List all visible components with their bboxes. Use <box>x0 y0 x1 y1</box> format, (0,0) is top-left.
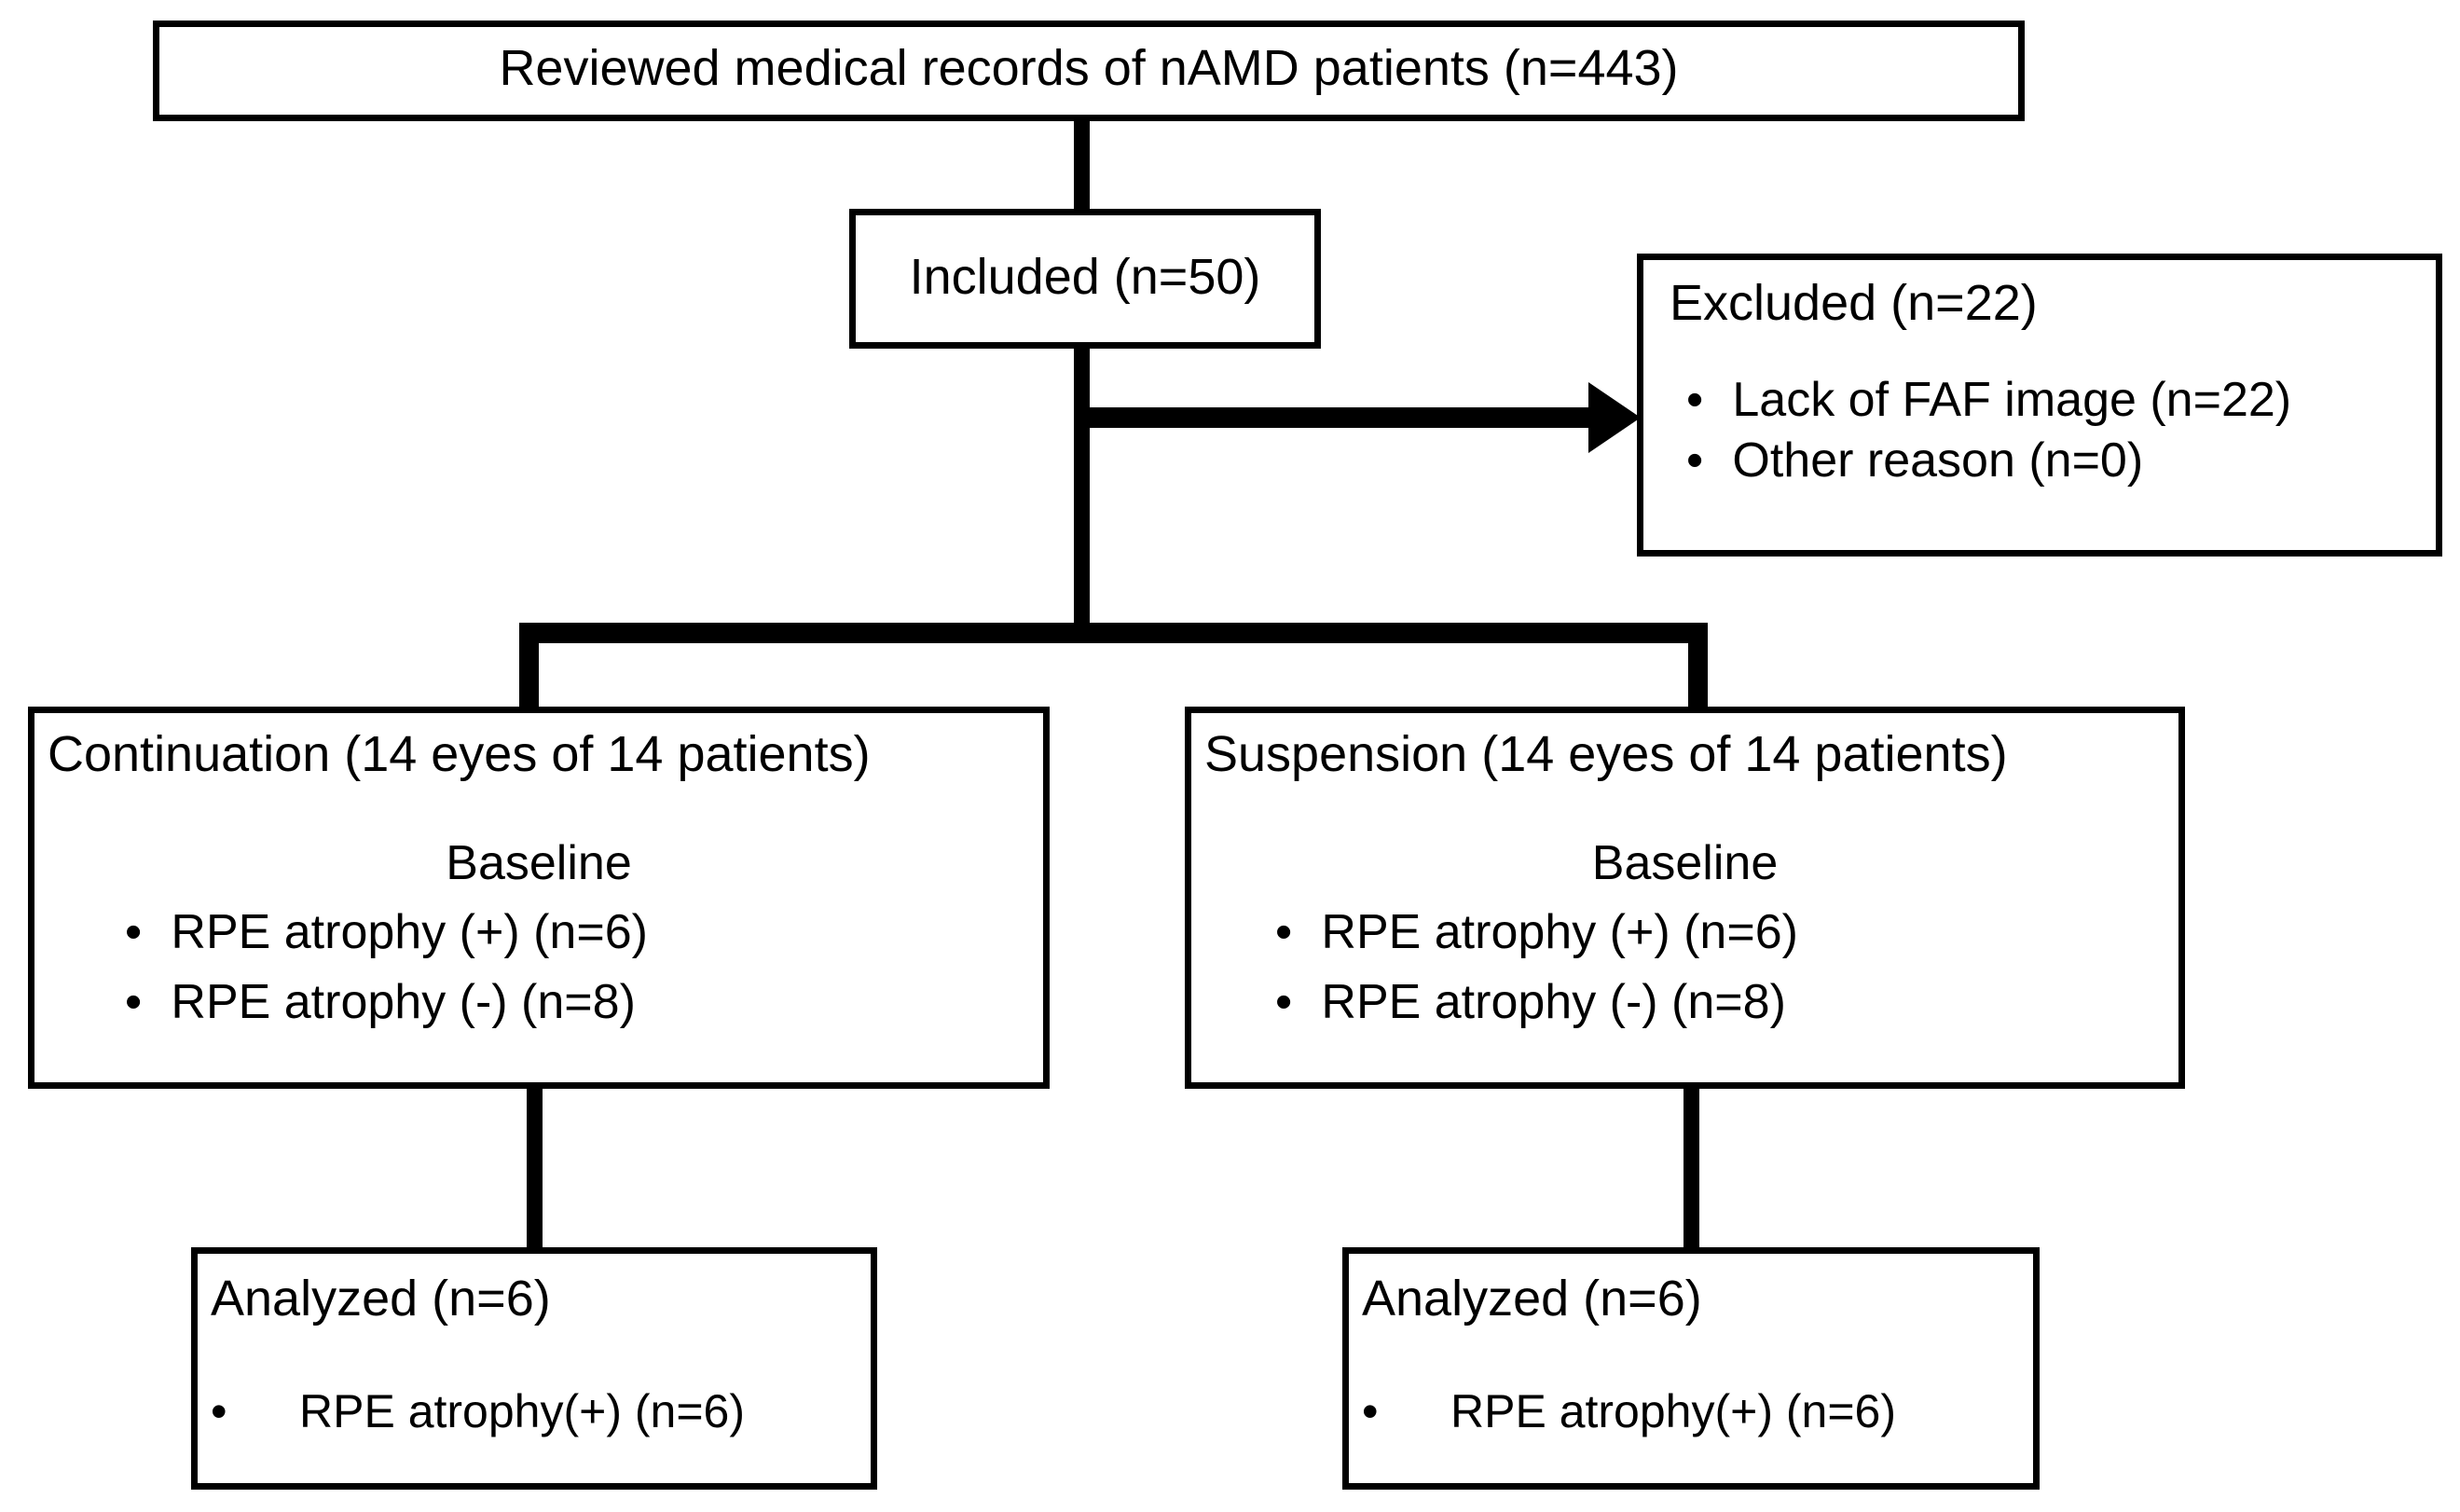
node-included[interactable]: Included (n=50) <box>849 209 1321 349</box>
node-analyzed-suspension-body: Analyzed (n=6) • RPE atrophy(+) (n=6) <box>1349 1254 2033 1483</box>
node-suspension-bullet-1-label: RPE atrophy (+) (n=6) <box>1321 905 1798 959</box>
node-analyzed-continuation-bullet-1: • RPE atrophy(+) (n=6) <box>211 1384 745 1438</box>
node-suspension-heading: Suspension (14 eyes of 14 patients) <box>1204 726 2008 782</box>
node-continuation[interactable]: Continuation (14 eyes of 14 patients) Ba… <box>28 707 1050 1089</box>
node-continuation-bullet-2-label: RPE atrophy (-) (n=8) <box>171 975 636 1029</box>
connector-split-to-suspension <box>1688 623 1708 716</box>
node-suspension-body: Suspension (14 eyes of 14 patients) Base… <box>1191 713 2178 1082</box>
connector-continuation-to-analyzed <box>527 1081 543 1255</box>
bullet-icon: • <box>1275 905 1293 959</box>
bullet-icon: • <box>125 905 143 959</box>
node-suspension-subheading: Baseline <box>1591 836 1779 890</box>
bullet-icon: • <box>1686 373 1704 427</box>
node-excluded-heading: Excluded (n=22) <box>1670 275 2038 331</box>
node-continuation-bullet-1: • RPE atrophy (+) (n=6) <box>125 904 648 960</box>
node-analyzed-continuation-bullet-1-label: RPE atrophy(+) (n=6) <box>299 1385 745 1437</box>
bullet-icon: • <box>1275 975 1293 1029</box>
node-suspension-bullet-1: • RPE atrophy (+) (n=6) <box>1275 904 1798 960</box>
node-suspension-bullet-2-label: RPE atrophy (-) (n=8) <box>1321 975 1786 1029</box>
node-continuation-bullet-2: • RPE atrophy (-) (n=8) <box>125 974 636 1030</box>
bullet-icon: • <box>1362 1385 1379 1437</box>
node-reviewed-records[interactable]: Reviewed medical records of nAMD patient… <box>153 21 2025 121</box>
node-excluded[interactable]: Excluded (n=22) • Lack of FAF image (n=2… <box>1637 254 2442 557</box>
arrow-head-icon <box>1588 382 1641 453</box>
node-reviewed-records-label: Reviewed medical records of nAMD patient… <box>499 40 1679 96</box>
node-excluded-bullet-1-label: Lack of FAF image (n=22) <box>1732 373 2292 427</box>
node-excluded-bullet-2-label: Other reason (n=0) <box>1732 433 2144 488</box>
node-suspension-bullet-2: • RPE atrophy (-) (n=8) <box>1275 974 1786 1030</box>
bullet-icon: • <box>125 975 143 1029</box>
bullet-icon: • <box>1686 433 1704 488</box>
node-excluded-body: Excluded (n=22) • Lack of FAF image (n=2… <box>1643 260 2436 550</box>
connector-split-to-continuation <box>519 623 539 716</box>
node-reviewed-records-body: Reviewed medical records of nAMD patient… <box>159 27 2018 115</box>
node-analyzed-continuation-heading: Analyzed (n=6) <box>211 1271 551 1326</box>
node-analyzed-suspension-bullet-1: • RPE atrophy(+) (n=6) <box>1362 1384 1896 1438</box>
node-analyzed-suspension[interactable]: Analyzed (n=6) • RPE atrophy(+) (n=6) <box>1342 1247 2040 1490</box>
connector-to-excluded <box>1074 407 1596 428</box>
node-analyzed-suspension-bullet-1-label: RPE atrophy(+) (n=6) <box>1450 1385 1896 1437</box>
node-continuation-body: Continuation (14 eyes of 14 patients) Ba… <box>34 713 1043 1082</box>
node-included-body: Included (n=50) <box>856 215 1314 342</box>
node-analyzed-continuation[interactable]: Analyzed (n=6) • RPE atrophy(+) (n=6) <box>191 1247 877 1490</box>
node-continuation-heading: Continuation (14 eyes of 14 patients) <box>48 726 871 782</box>
node-analyzed-suspension-heading: Analyzed (n=6) <box>1362 1271 1702 1326</box>
node-analyzed-continuation-body: Analyzed (n=6) • RPE atrophy(+) (n=6) <box>198 1254 871 1483</box>
connector-suspension-to-analyzed <box>1684 1081 1699 1255</box>
node-continuation-bullet-1-label: RPE atrophy (+) (n=6) <box>171 905 648 959</box>
bullet-icon: • <box>211 1385 227 1437</box>
node-excluded-bullet-2: • Other reason (n=0) <box>1686 433 2143 488</box>
connector-included-to-split <box>1074 341 1090 639</box>
node-suspension[interactable]: Suspension (14 eyes of 14 patients) Base… <box>1185 707 2185 1089</box>
node-continuation-subheading: Baseline <box>446 836 632 890</box>
node-excluded-bullet-1: • Lack of FAF image (n=22) <box>1686 372 2291 428</box>
split-bar <box>519 623 1708 643</box>
connector-reviewed-to-included <box>1074 110 1090 218</box>
node-included-label: Included (n=50) <box>909 249 1261 305</box>
